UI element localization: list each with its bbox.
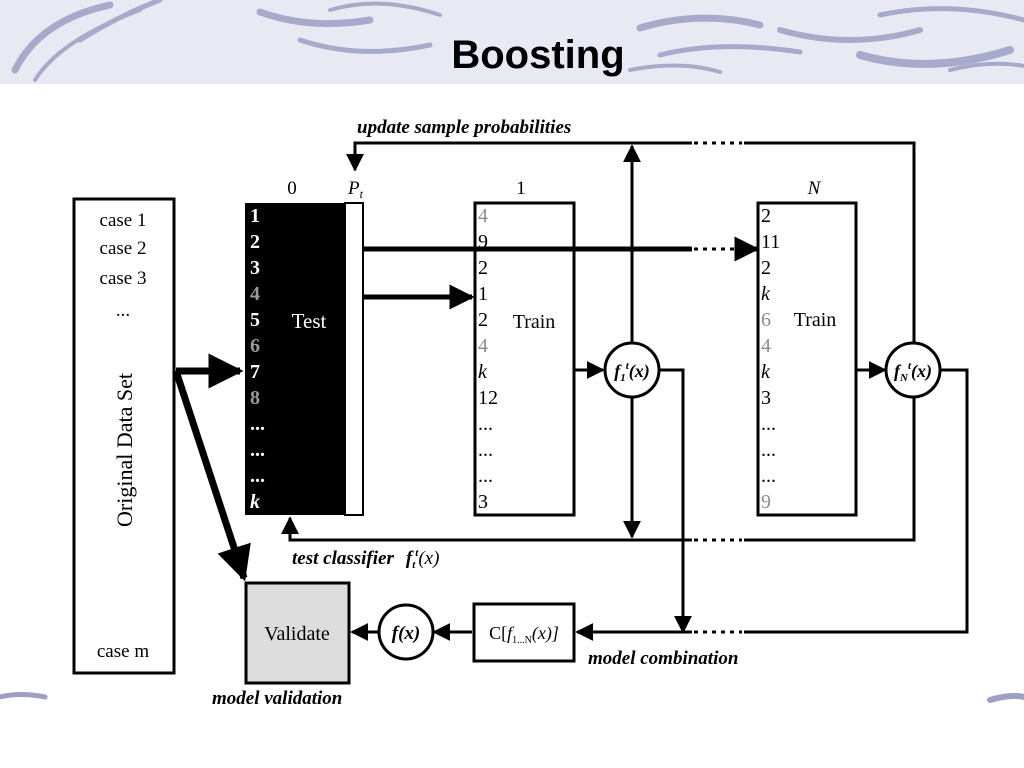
item-label: ... [761,465,776,487]
item-label: 2 [478,257,488,279]
validate-label: Validate [264,623,330,645]
case-3-label: case 3 [100,268,147,289]
train-block-N [756,201,858,517]
item-label: 4 [478,205,488,227]
item-label: ... [478,413,493,435]
item-label: 12 [478,387,498,409]
classifier-1-node [603,341,661,399]
item-label: ... [761,413,776,435]
train-label-1: Train [513,311,556,333]
item-label: 11 [761,231,780,253]
classifier-N-node [884,341,942,399]
model-validation-label: model validation [212,688,342,709]
prob-label: Pt [347,178,364,201]
case-2-label: case 2 [100,238,147,259]
original-data-set-label: Original Data Set [112,373,137,527]
model-combination-label: model combination [588,648,738,669]
flow-lines [172,141,969,641]
decorative-swirls [11,0,1024,82]
classifier-1-label: f1t(x) [614,360,650,384]
probability-column [344,202,364,516]
item-label: 9 [478,231,488,253]
item-label: 4 [250,283,260,305]
dotted-gaps [694,141,742,634]
item-label: 9 [761,491,771,513]
item-label: 3 [250,257,260,279]
combination-box [472,602,576,663]
item-label: 2 [761,257,771,279]
item-label: k [761,361,771,383]
block1-header: 1 [516,178,526,199]
item-label: 4 [478,335,488,357]
item-label: 8 [250,387,260,409]
item-label: ... [761,439,776,461]
train-label-N: Train [794,309,837,331]
item-label: 6 [761,309,771,331]
test-block [245,203,345,515]
footer-swirls [0,692,1024,703]
classifier-N-label: fNt(x) [894,360,932,384]
item-label: ... [478,439,493,461]
item-label: 6 [250,335,260,357]
item-label: 2 [761,205,771,227]
item-label: 7 [250,361,260,383]
final-classifier-label: f(x) [392,623,420,644]
item-label: k [761,283,771,305]
item-label: 5 [250,309,260,331]
item-label: 2 [478,309,488,331]
item-label: 2 [250,231,260,253]
item-label: 4 [761,335,771,357]
case-ellipsis: ... [116,300,130,321]
item-label: ... [250,465,265,487]
update-probabilities-label: update sample probabilities [357,117,571,138]
slide-title: Boosting [451,33,625,77]
block0-items: 1 2 3 4 5 6 7 8......... k [250,205,265,513]
blockN-header: N [807,178,822,199]
combination-label: C[f1...N(x)] [489,623,559,646]
blockN-items: 2 11 2 k 6 4 k 3......... 9 [761,205,780,513]
final-classifier-node [377,603,435,661]
item-label: 1 [250,205,260,227]
case-1-label: case 1 [100,210,147,231]
original-data-set-box [72,197,176,675]
block0-header: 0 [287,178,297,199]
item-label: ... [250,439,265,461]
item-label: k [250,491,260,513]
item-label: 3 [478,491,488,513]
item-label: 1 [478,283,488,305]
validate-box [244,581,351,685]
slide-header [0,0,1024,84]
test-label: Test [292,309,327,333]
train-block-1 [473,201,576,517]
case-m-label: case m [97,641,149,662]
item-label: 3 [761,387,771,409]
item-label: ... [478,465,493,487]
item-label: k [478,361,488,383]
item-label: ... [250,413,265,435]
